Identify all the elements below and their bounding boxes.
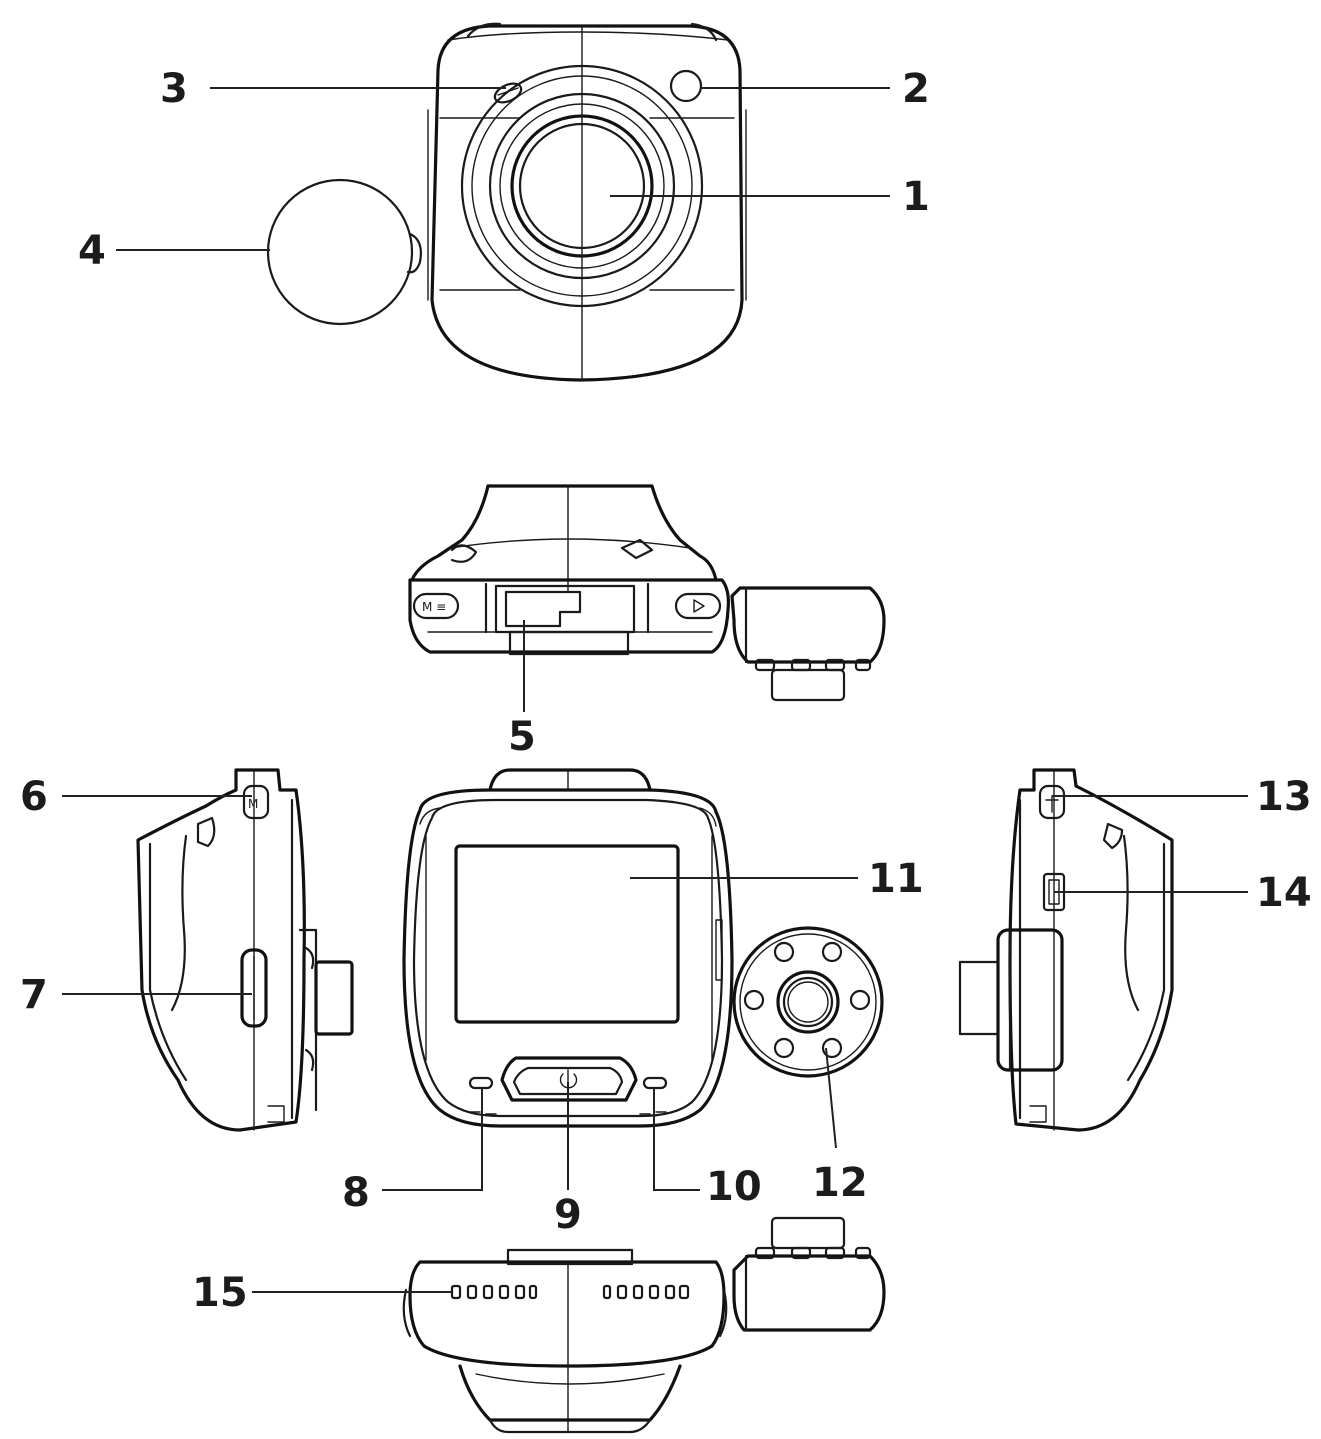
callout-15: 15 <box>192 1270 248 1316</box>
callout-labels: 1 2 3 4 5 6 7 8 9 10 11 12 13 14 15 <box>20 66 1312 1316</box>
callout-6: 6 <box>20 774 48 820</box>
ir-lens-module <box>732 926 884 1078</box>
menu-button-icon: M ≡ <box>422 600 446 614</box>
callout-4: 4 <box>78 228 106 274</box>
leader-lines <box>62 87 1248 1293</box>
right-side-view <box>958 768 1174 1132</box>
bottom-view <box>402 1216 886 1434</box>
front-view <box>266 22 747 382</box>
callout-7: 7 <box>20 972 48 1018</box>
back-view <box>402 768 734 1128</box>
callout-2: 2 <box>902 66 930 112</box>
callout-5: 5 <box>508 714 536 760</box>
top-view: M ≡ <box>408 484 886 702</box>
callout-1: 1 <box>902 174 930 220</box>
svg-text:M: M <box>248 797 258 811</box>
callout-13: 13 <box>1256 774 1312 820</box>
callout-8: 8 <box>342 1170 370 1216</box>
callout-11: 11 <box>868 856 924 902</box>
callout-12: 12 <box>812 1160 868 1206</box>
left-side-view: M <box>136 768 354 1132</box>
callout-9: 9 <box>554 1192 582 1238</box>
callout-3: 3 <box>160 66 188 112</box>
callout-14: 14 <box>1256 870 1312 916</box>
callout-10: 10 <box>706 1164 762 1210</box>
